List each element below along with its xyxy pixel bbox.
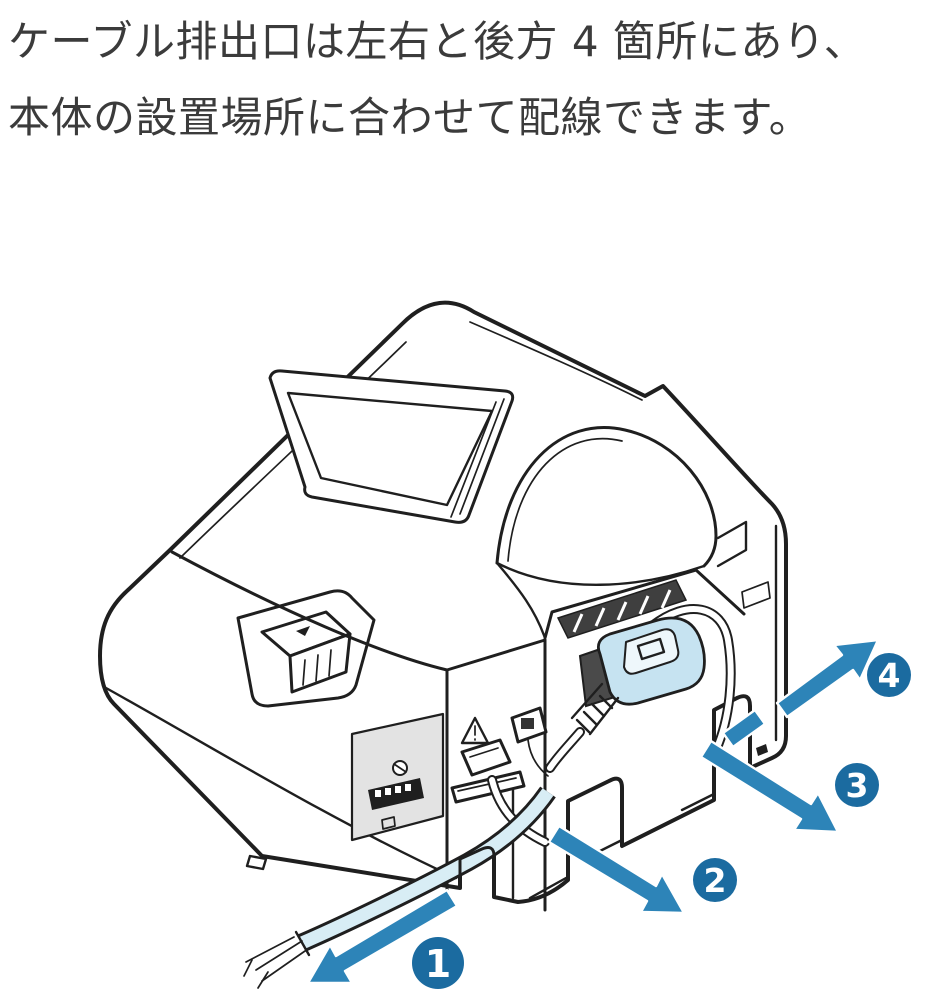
plate-detail-square [381, 816, 396, 830]
step-number-4: 4 [878, 656, 901, 695]
top-cover-rim-line [179, 341, 407, 559]
slot-depth-line [450, 401, 497, 518]
printer-cable-routing-diagram: 1 2 3 4 [98, 300, 911, 989]
routed-cable [243, 786, 556, 989]
cover-body-seam [170, 550, 449, 672]
connector-block-detail [469, 747, 499, 758]
direction-arrow-4-icon [721, 638, 880, 749]
connector-slot-detail [457, 777, 517, 792]
slot-depth-line [459, 398, 505, 515]
slot-outer-ring [268, 369, 515, 524]
step-number-3: 3 [846, 766, 869, 805]
skirt-inner-line [680, 792, 716, 812]
small-port-wire [527, 739, 549, 777]
routing-arrows: 1 2 3 4 [306, 638, 911, 989]
plug-face [623, 628, 680, 675]
cable-frayed-wire [245, 936, 295, 963]
plate-screw-slot [393, 763, 407, 773]
power-cord [547, 729, 583, 771]
caption-line-1: ケーブル排出口は左右と後方 4 箇所にあり、 [8, 17, 867, 66]
base-screw-hole [756, 744, 768, 756]
power-cable-loop [649, 606, 734, 753]
warning-triangle-icon [460, 716, 490, 745]
frayed-wire-tick [257, 971, 269, 989]
roll-cover-dome [495, 426, 771, 640]
interface-cable [489, 777, 548, 845]
base-skirt-seam [104, 686, 458, 880]
slot-inner-ring [286, 391, 494, 507]
cable-notch-frame [458, 846, 496, 899]
paper-exit-slot [268, 369, 515, 524]
deck-step-line [716, 520, 748, 568]
top-cover-rim-line [469, 321, 643, 401]
direction-arrow-1-icon [306, 888, 459, 985]
cable-end-cut [294, 930, 311, 957]
dome-outline [495, 426, 718, 568]
lever-arrow-mark [296, 626, 310, 636]
caption-text: ケーブル排出口は左右と後方 4 箇所にあり、 本体の設置場所に合わせて配線できま… [8, 4, 932, 156]
lever-front-face [288, 632, 352, 694]
lever-grip-line [302, 659, 306, 686]
step-badge-1: 1 [412, 937, 464, 989]
small-port-hole [521, 718, 534, 729]
lever-grip-line [315, 654, 319, 682]
frayed-wire-tick [243, 959, 253, 977]
step-badge-2: 2 [693, 858, 737, 902]
cable-frayed-wire [261, 950, 306, 982]
step-number-2: 2 [704, 861, 727, 900]
dome-inner-line [507, 437, 623, 562]
plug-face-hole [636, 637, 666, 661]
step-badge-3: 3 [835, 763, 879, 807]
dip-switches [375, 784, 411, 797]
cable-core [299, 788, 554, 949]
strain-relief-ribs [575, 694, 614, 734]
cable-frayed-wire [255, 940, 303, 971]
strain-relief-edge [570, 682, 604, 720]
lever-grip-line [328, 649, 332, 677]
direction-arrow-2-icon [547, 824, 686, 915]
step-number-1: 1 [425, 942, 451, 986]
bay-top-edge [445, 638, 547, 672]
vent-grill-slashes [572, 589, 672, 633]
direction-arrow-3-icon [699, 739, 840, 834]
base-foot [245, 854, 268, 871]
rear-face-top-edge [543, 568, 746, 640]
right-face-detail-rect [741, 581, 771, 609]
caption-line-2: 本体の設置場所に合わせて配線できます。 [8, 93, 812, 142]
front-skirt-seam [528, 876, 568, 900]
printer-illustration [98, 300, 788, 912]
rear-connector-bay [350, 568, 746, 912]
deck-left-edge [495, 561, 547, 640]
step-badge-4: 4 [867, 653, 911, 697]
power-plug [545, 616, 706, 773]
